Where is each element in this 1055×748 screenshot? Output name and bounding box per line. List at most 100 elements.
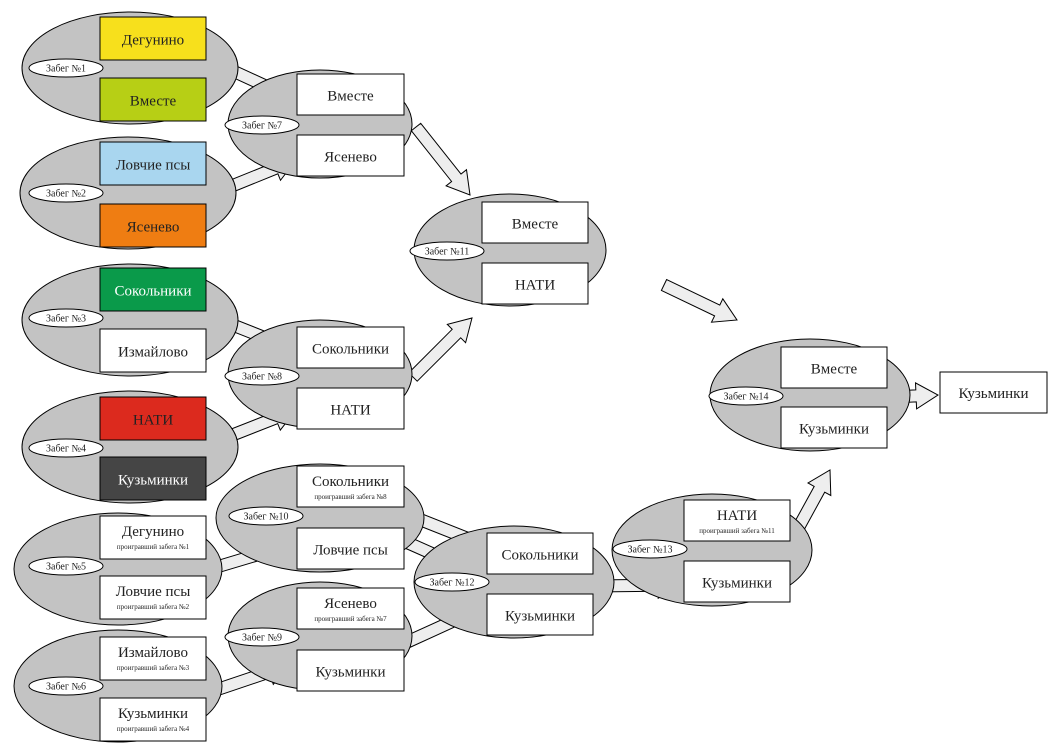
heat-label-pill: [28, 58, 104, 78]
team-name: Вместе: [811, 362, 858, 378]
heat-label-pill: [224, 627, 300, 647]
team-name: Сокольники: [501, 548, 578, 564]
team-box: [296, 649, 405, 692]
heat-label-pill: [409, 241, 485, 261]
team-name: НАТИ: [330, 403, 371, 419]
team-box: [99, 636, 207, 681]
team-box: [296, 527, 405, 570]
heat-h4: НАТИ Кузьминки Забег №4: [21, 390, 239, 504]
team-name: НАТИ: [133, 413, 174, 429]
heat-label-pill: [28, 438, 104, 458]
heat-label-pill: [228, 506, 304, 526]
heat-label: Забег №4: [46, 444, 86, 455]
heat-label-pill: [414, 572, 490, 592]
team-box: [99, 203, 207, 248]
team-name: Вместе: [327, 89, 374, 105]
team-box: [296, 587, 405, 630]
team-box: [486, 593, 594, 636]
team-name: Сокольники: [312, 342, 389, 358]
team-box: [683, 560, 791, 603]
team-name: НАТИ: [515, 278, 556, 294]
team-box: [486, 532, 594, 575]
heat-label-pill: [612, 539, 688, 559]
team-box: [780, 346, 888, 389]
heat-label-pill: [28, 556, 104, 576]
flow-arrow-12: [660, 278, 738, 323]
team-box: [296, 326, 405, 369]
team-box: [296, 73, 405, 116]
team-name: Дегунино: [122, 524, 184, 540]
heat-label: Забег №3: [46, 314, 86, 325]
team-note: проигравший забега №3: [117, 664, 190, 672]
team-name: НАТИ: [717, 508, 758, 524]
heat-label-pill: [224, 115, 300, 135]
team-name: Вместе: [512, 217, 559, 233]
heat-label-pill: [224, 366, 300, 386]
team-box: [99, 575, 207, 620]
team-name: Кузьминки: [505, 609, 575, 625]
team-name: Дегунино: [122, 33, 184, 49]
team-box: [296, 134, 405, 177]
team-name: Кузьминки: [315, 665, 385, 681]
team-note: проигравший забега №1: [117, 543, 190, 551]
heat-label: Забег №12: [430, 578, 475, 589]
team-box: [780, 406, 888, 449]
team-box: [99, 396, 207, 441]
heat-label: Забег №11: [425, 247, 470, 258]
team-name: Кузьминки: [702, 576, 772, 592]
heat-label-pill: [708, 386, 784, 406]
team-name: Кузьминки: [118, 706, 188, 722]
heat-label-pill: [28, 183, 104, 203]
team-name: Вместе: [130, 94, 177, 110]
heat-label: Забег №10: [244, 512, 289, 523]
heat-label: Забег №7: [242, 121, 282, 132]
team-box: [99, 456, 207, 501]
team-note: проигравший забега №11: [699, 527, 775, 535]
heat-h5: Дегунино проигравший забега №1 Ловчие псы п…: [13, 512, 223, 626]
team-box: [481, 262, 589, 305]
winner-layer: Кузьминки: [939, 371, 1048, 414]
team-name: Сокольники: [312, 474, 389, 490]
team-name: Измайлово: [118, 645, 188, 661]
team-box: [296, 387, 405, 430]
team-box: [481, 201, 589, 244]
heat-label: Забег №5: [46, 562, 86, 573]
team-note: проигравший забега №7: [314, 615, 387, 623]
team-box: [99, 328, 207, 373]
team-name: Кузьминки: [799, 422, 869, 438]
team-box: [99, 16, 207, 61]
heat-label: Забег №14: [724, 392, 769, 403]
winner-name: Кузьминки: [958, 386, 1028, 402]
team-note: проигравший забега №2: [117, 603, 190, 611]
team-name: Кузьминки: [118, 473, 188, 489]
team-name: Ловчие псы: [116, 584, 191, 600]
team-name: Ловчие псы: [116, 158, 191, 174]
team-box: [99, 515, 207, 560]
team-box: [296, 465, 405, 508]
heat-label: Забег №1: [46, 64, 86, 75]
heat-label: Забег №9: [242, 633, 282, 644]
heat-h9: Ясенево проигравший забега №7 Кузьминки Заб…: [224, 581, 413, 692]
heat-label-pill: [28, 676, 104, 696]
heat-label: Забег №8: [242, 372, 282, 383]
team-name: Ясенево: [324, 596, 377, 612]
flow-arrow-8: [410, 122, 471, 196]
heat-label-pill: [28, 308, 104, 328]
heat-label: Забег №6: [46, 682, 86, 693]
team-box: [683, 499, 791, 542]
heat-label: Забег №13: [628, 545, 673, 556]
team-box: [99, 141, 207, 186]
